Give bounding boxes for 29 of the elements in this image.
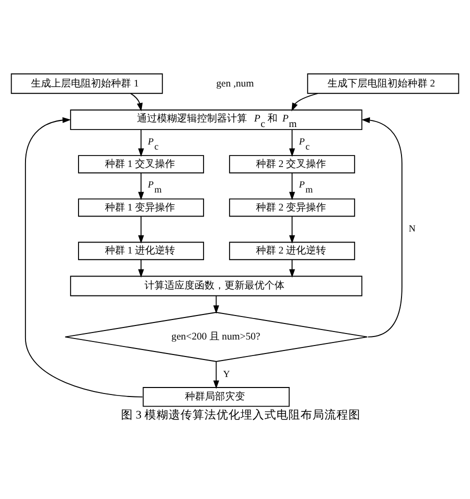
arrow <box>138 172 144 200</box>
label: gen ,num <box>216 78 254 90</box>
node-box: 生成下层电阻初始种群 2 <box>307 73 460 94</box>
node-box: 种群局部灾变 <box>142 387 290 407</box>
node-box: 种群 1 变异操作 <box>78 198 204 217</box>
arrow <box>292 92 318 112</box>
node-diamond: gen<200 且 num>50? <box>64 312 368 362</box>
arrow <box>289 172 296 200</box>
node-box: 种群 1 交叉操作 <box>78 155 204 174</box>
arrow <box>362 117 402 338</box>
arrow <box>138 216 144 244</box>
node-box: 生成上层电阻初始种群 1 <box>10 73 163 94</box>
edge-label: N <box>408 224 416 235</box>
arrow <box>138 129 144 157</box>
arrow <box>130 93 143 112</box>
arrow <box>289 259 296 278</box>
node-box: 种群 2 变异操作 <box>229 198 356 217</box>
arrow <box>213 295 220 314</box>
arrow <box>24 117 143 398</box>
node-box: 种群 1 进化逆转 <box>78 242 204 260</box>
arrow <box>213 361 220 389</box>
node-box: 计算适应度函数，更新最优个体 <box>70 276 362 296</box>
node-box: 种群 2 交叉操作 <box>229 155 356 174</box>
node-box: 种群 2 进化逆转 <box>229 242 356 260</box>
edge-label: Y <box>223 370 230 380</box>
caption: 图 3 模糊遗传算法优化埋入式电阻布局流程图 <box>120 408 360 422</box>
arrow <box>289 129 296 157</box>
arrow <box>289 216 296 244</box>
arrow <box>138 259 144 278</box>
